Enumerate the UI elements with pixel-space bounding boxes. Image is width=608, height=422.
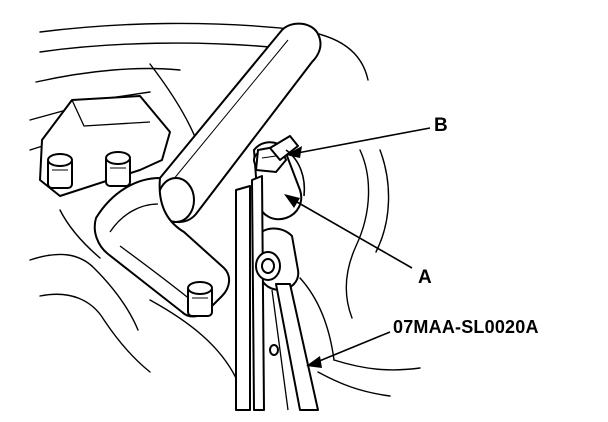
callout-label-tool-number: 07MAA-SL0020A: [393, 317, 539, 337]
special-tool: [235, 175, 319, 411]
leader-b: [291, 127, 431, 155]
link-socket: [255, 251, 281, 356]
bracket-bolt-middle: [105, 151, 131, 187]
callout-label-a: A: [418, 267, 432, 288]
leader-a: [289, 197, 413, 269]
callout-leaders: [289, 127, 431, 365]
bracket-bolt-lower: [187, 281, 213, 317]
bracket-bolt-left: [47, 153, 73, 189]
hex-wrench: [269, 135, 306, 197]
callout-label-b: B: [434, 115, 448, 136]
arrowhead-b: [286, 146, 302, 158]
arrowhead-tool: [306, 356, 322, 368]
leader-tool: [311, 331, 391, 365]
stabilizer-bar: [154, 22, 322, 223]
callout-arrowheads: [284, 146, 322, 368]
arrowhead-a: [284, 194, 300, 208]
subframe-outline: [29, 22, 421, 397]
